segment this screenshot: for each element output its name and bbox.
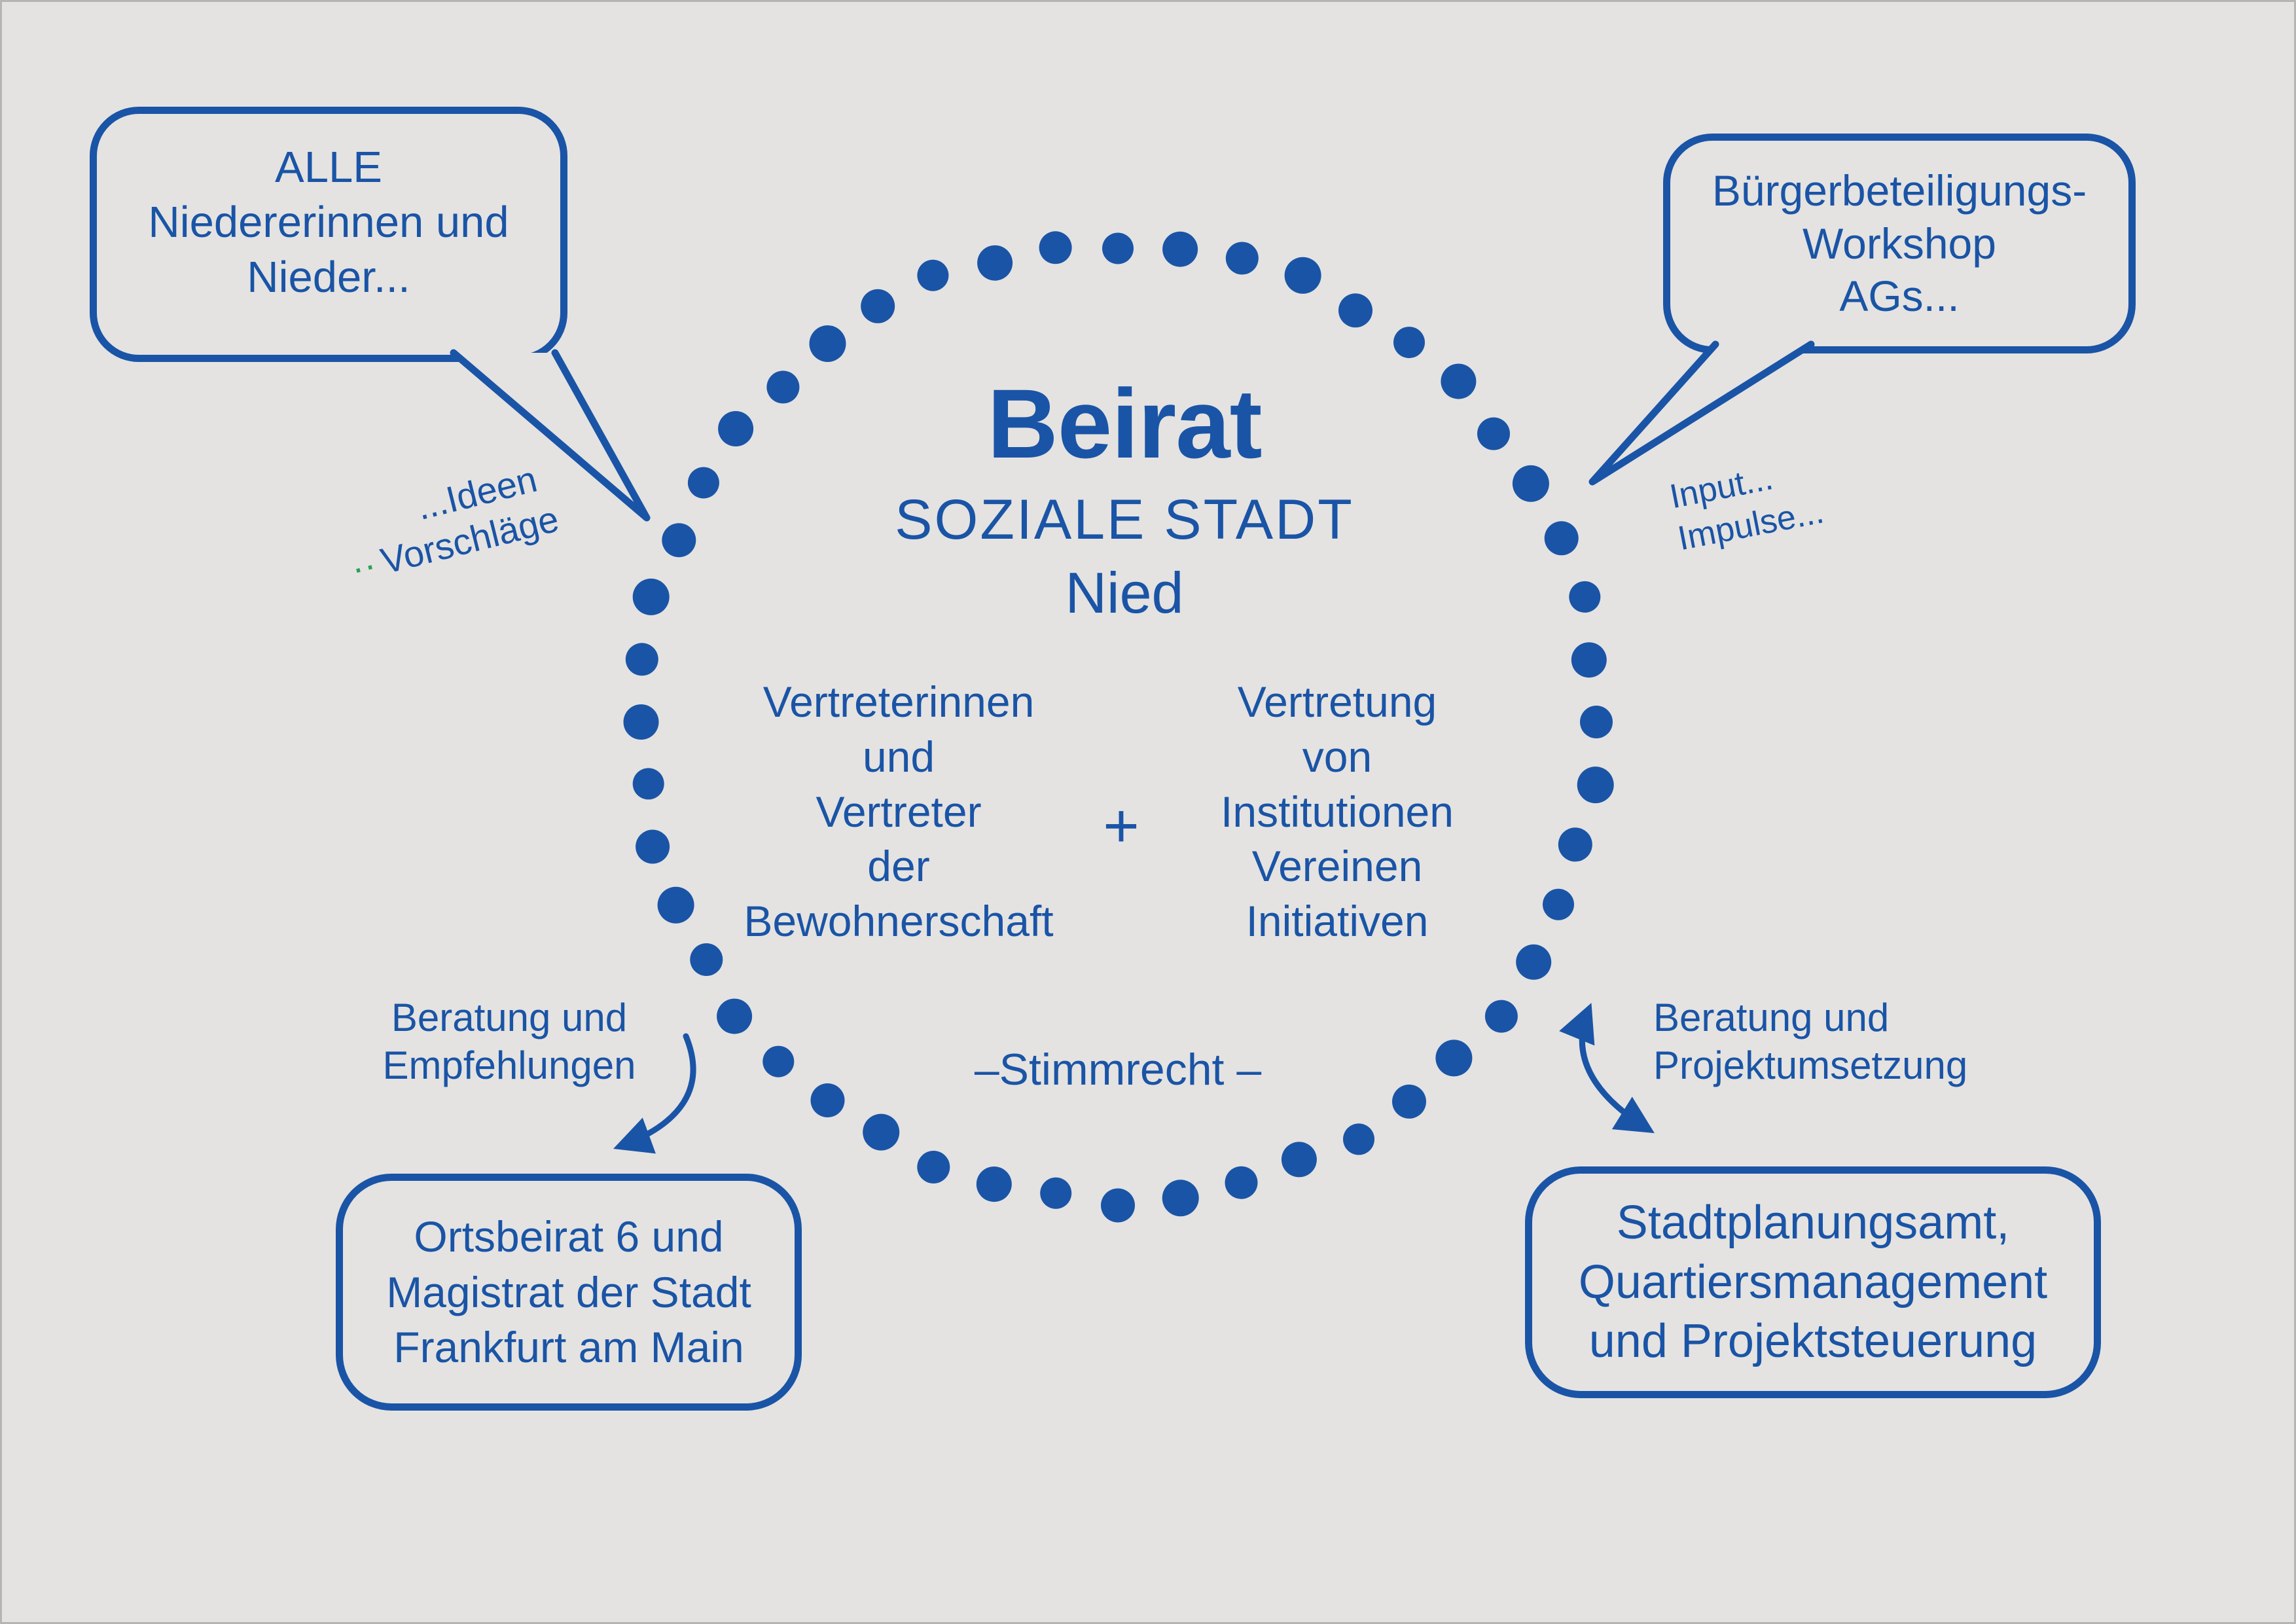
circle-dot xyxy=(1571,642,1607,678)
circle-dot xyxy=(1281,1142,1317,1178)
circle-dot xyxy=(1484,1000,1518,1033)
speech-bubble-workshop: Bürgerbeteiligungs- Workshop AGs... xyxy=(1663,134,2136,353)
institutions-representatives-list: Vertretung von Institutionen Vereinen In… xyxy=(1128,675,1547,949)
circle-subtitle-nied: Nied xyxy=(1065,560,1184,625)
box-line: Stadtplanungsamt, xyxy=(1616,1196,2010,1249)
box-line: Magistrat der Stadt xyxy=(386,1267,751,1316)
circle-dot xyxy=(662,523,696,558)
box-line: Frankfurt am Main xyxy=(393,1323,744,1372)
residents-representatives-list: Vertreterinnen und Vertreter der Bewohne… xyxy=(689,675,1108,949)
box-line: und Projektsteuerung xyxy=(1588,1315,2037,1368)
circle-dot xyxy=(976,1166,1012,1202)
label-line: Beratung und xyxy=(391,996,628,1039)
box-line: Quartiersmanagement xyxy=(1578,1255,2048,1308)
bubble-line: AGs... xyxy=(1839,272,1960,321)
circle-dot xyxy=(1392,1084,1426,1119)
circle-dot xyxy=(1569,581,1601,613)
circle-dot xyxy=(717,998,753,1034)
circle-dot xyxy=(632,578,670,615)
list-line: Vertretung xyxy=(1237,677,1437,726)
list-line: Institutionen xyxy=(1221,787,1454,836)
box-line: Ortsbeirat 6 und xyxy=(414,1212,724,1261)
circle-dot xyxy=(762,1045,795,1077)
list-line: Bewohnerschaft xyxy=(744,897,1054,946)
circle-dot xyxy=(1039,231,1072,264)
circle-dot xyxy=(1101,1188,1135,1223)
circle-dot xyxy=(1577,767,1614,804)
bubble-line: ALLE xyxy=(275,143,382,192)
bubble-line: Nieder... xyxy=(247,252,410,302)
circle-dot xyxy=(809,325,846,362)
circle-dot xyxy=(1040,1177,1072,1209)
list-line: Initiativen xyxy=(1246,897,1429,946)
circle-dot xyxy=(1162,231,1198,267)
circle-dot xyxy=(632,768,664,800)
list-line: von xyxy=(1302,732,1372,781)
box-stadtplanungsamt: Stadtplanungsamt, Quartiersmanagement un… xyxy=(1525,1166,2101,1398)
label-beratung-projektumsetzung: Beratung und Projektumsetzung xyxy=(1653,994,1994,1089)
circle-dot xyxy=(917,1151,950,1183)
voting-right-label: –Stimmrecht – xyxy=(974,1045,1262,1094)
list-line: der xyxy=(867,842,930,891)
circle-dot xyxy=(1580,706,1613,738)
circle-dot xyxy=(810,1083,845,1117)
circle-dot xyxy=(1162,1180,1199,1217)
circle-dot xyxy=(636,829,670,864)
plus-sign: + xyxy=(1103,791,1139,861)
circle-title: Beirat xyxy=(987,369,1262,478)
circle-dot xyxy=(1435,1039,1473,1077)
circle-dot xyxy=(1558,827,1592,862)
label-line: Projektumsetzung xyxy=(1653,1043,1968,1088)
circle-dot xyxy=(1544,521,1579,556)
circle-subtitle-soziale-stadt: SOZIALE STADT xyxy=(895,488,1354,551)
circle-dot xyxy=(625,643,658,676)
bubble-line: Niedererinnen und xyxy=(148,197,509,247)
circle-dot xyxy=(687,467,719,499)
circle-dot xyxy=(1516,944,1552,980)
bubble-line: Bürgerbeteiligungs- xyxy=(1712,166,2087,215)
circle-dot xyxy=(863,1113,900,1151)
circle-dot xyxy=(1338,293,1372,328)
circle-dot xyxy=(977,245,1013,281)
label-line: Empfehlungen xyxy=(382,1043,636,1088)
box-ortsbeirat-magistrat: Ortsbeirat 6 und Magistrat der Stadt Fra… xyxy=(336,1174,802,1411)
bubble-line: Workshop xyxy=(1803,219,1996,268)
circle-dot xyxy=(1225,242,1259,275)
circle-dot xyxy=(861,289,895,323)
annotation-input-impulse: Input... Impulse... xyxy=(1666,432,1914,560)
list-line: Vertreter xyxy=(816,787,982,836)
circle-dot xyxy=(1393,327,1425,359)
list-line: Vereinen xyxy=(1251,842,1423,891)
label-line: Beratung und xyxy=(1653,996,1890,1039)
double-arrow-stadtplanungsamt xyxy=(1559,1003,1655,1134)
circle-dot xyxy=(917,259,949,291)
circle-dot xyxy=(1512,465,1549,502)
green-dots-mark: ·· xyxy=(346,543,381,590)
circle-dot xyxy=(1225,1166,1258,1199)
annotation-ideen-vorschlaege: ...Ideen ··Vorschläge xyxy=(336,437,630,590)
speech-bubble-all-residents: ALLE Niedererinnen und Nieder... xyxy=(90,107,567,362)
circle-dot xyxy=(718,411,754,446)
circle-dot xyxy=(1343,1123,1374,1155)
label-beratung-empfehlungen: Beratung und Empfehlungen xyxy=(365,994,653,1089)
circle-dot xyxy=(1543,888,1574,920)
list-line: Vertreterinnen xyxy=(762,677,1035,726)
circle-dot xyxy=(1477,417,1510,450)
circle-dot xyxy=(623,704,659,740)
circle-dot xyxy=(1102,232,1134,264)
circle-dot xyxy=(1284,257,1321,294)
list-line: und xyxy=(862,732,935,781)
